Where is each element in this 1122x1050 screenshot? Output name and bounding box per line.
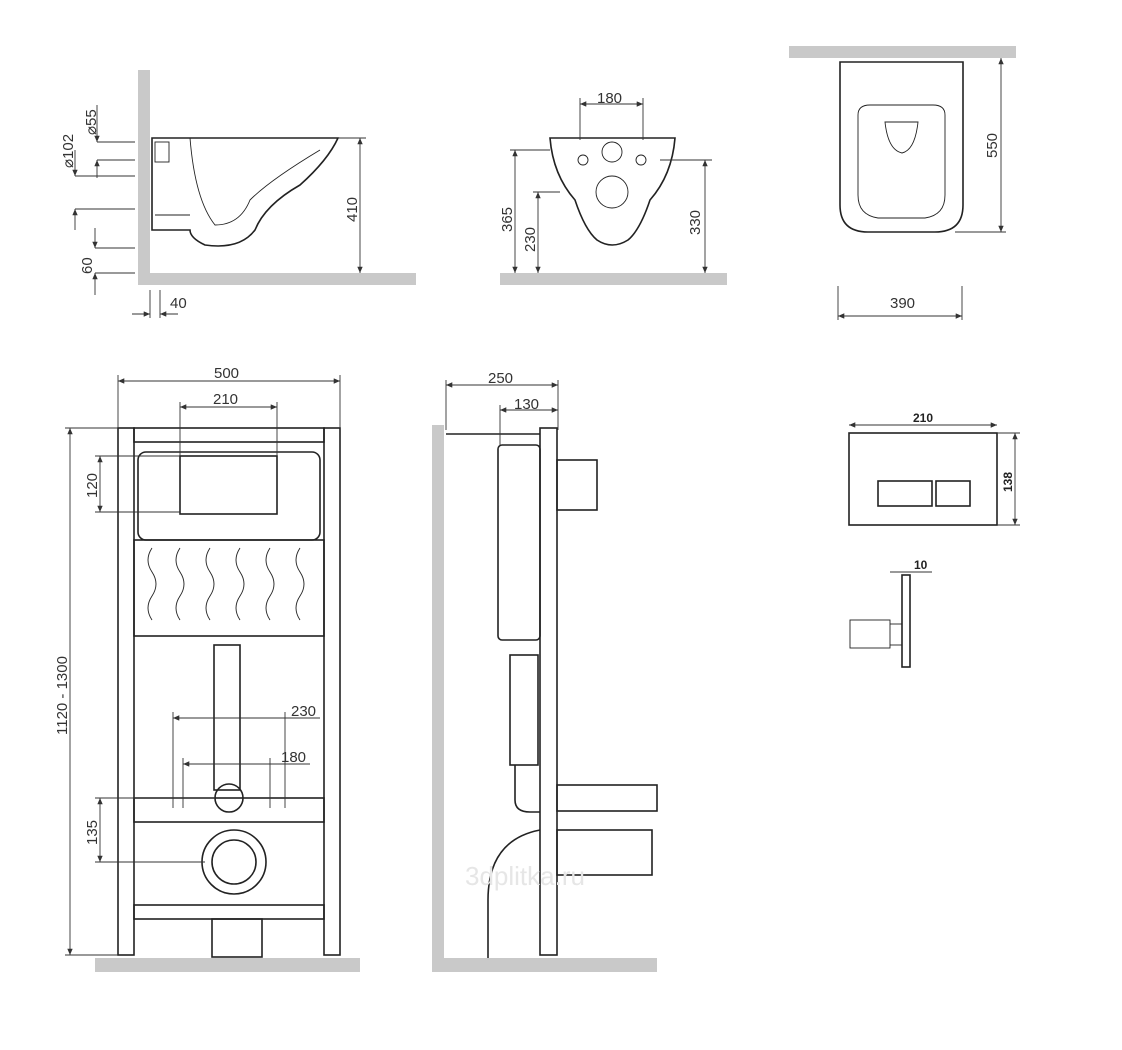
- dim-120: 120: [84, 473, 101, 498]
- floor: [138, 273, 416, 285]
- wall: [138, 70, 150, 285]
- dim-d102: ⌀102: [60, 134, 77, 168]
- frame-side-view: 250 130 3dplitka.ru: [432, 370, 658, 972]
- floor: [95, 958, 360, 972]
- floor: [432, 958, 657, 972]
- dim-365: 365: [499, 207, 516, 232]
- dim-130: 130: [514, 396, 539, 413]
- wall: [789, 46, 1016, 58]
- toilet-top-view: 550 390: [789, 46, 1016, 320]
- dim-d55: ⌀55: [83, 109, 100, 135]
- watermark: 3dplitka.ru: [465, 861, 585, 891]
- dim-390: 390: [890, 295, 915, 312]
- toilet-seat: [839, 61, 964, 233]
- toilet-side-view: ⌀55 ⌀102 60 40 410: [60, 70, 416, 318]
- dim-138: 138: [1001, 472, 1015, 492]
- dim-height-range: 1120 - 1300: [54, 656, 71, 735]
- cistern: [133, 539, 325, 637]
- dim-210: 210: [913, 411, 933, 425]
- toilet-bowl-front: [549, 137, 676, 246]
- dim-500: 500: [214, 365, 239, 382]
- dim-230: 230: [522, 227, 539, 252]
- dim-210: 210: [213, 391, 238, 408]
- dim-330: 330: [687, 210, 704, 235]
- dim-410: 410: [344, 197, 361, 222]
- wall: [432, 425, 444, 970]
- dim-60: 60: [79, 257, 96, 274]
- dim-250: 250: [488, 370, 513, 387]
- floor: [500, 273, 727, 285]
- dim-180: 180: [281, 749, 306, 766]
- dim-10: 10: [914, 558, 928, 572]
- frame-front-view: 500 210 120 1120 - 1300 230 180 135: [54, 365, 360, 972]
- dim-40: 40: [170, 295, 187, 312]
- dim-180: 180: [597, 90, 622, 107]
- toilet-front-view: 180 365 230 330: [499, 90, 727, 285]
- flush-plate: 210 138 10: [848, 411, 1020, 668]
- toilet-bowl-side: [151, 137, 340, 247]
- dim-230: 230: [291, 703, 316, 720]
- flush-button-half: [935, 480, 971, 507]
- dim-135: 135: [84, 820, 101, 845]
- flush-button-full: [877, 480, 933, 507]
- dim-550: 550: [984, 133, 1001, 158]
